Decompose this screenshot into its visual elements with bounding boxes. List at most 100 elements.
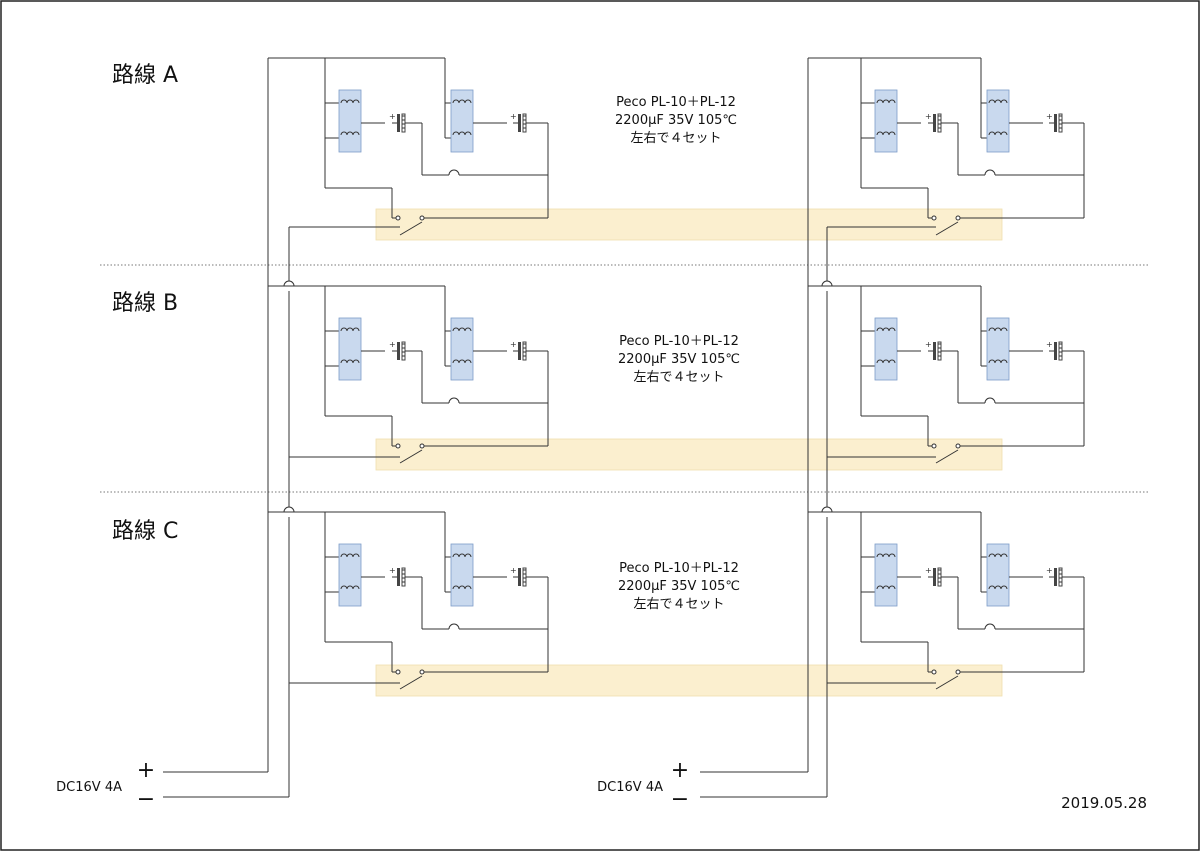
capacitor: + — [1046, 566, 1069, 587]
point-motor-coil — [874, 543, 898, 607]
capacitor-plate-pos — [933, 114, 936, 132]
coil-body — [338, 317, 362, 381]
coil-winding — [876, 131, 896, 136]
note-line-2: 2200μF 35V 105℃ — [618, 579, 740, 594]
coil-body — [338, 543, 362, 607]
capacitor-plate-pos — [397, 568, 400, 586]
capacitor-polarity-mark: + — [1046, 112, 1053, 121]
coil-winding — [340, 359, 360, 364]
capacitor-polarity-mark: + — [510, 112, 517, 121]
wire-crossover — [448, 169, 460, 176]
wire-crossover — [448, 623, 460, 630]
minus-terminal-label: − — [671, 787, 689, 812]
capacitor: + — [389, 340, 412, 361]
note-line-1: Peco PL-10＋PL-12 — [616, 95, 736, 110]
coil-winding — [876, 99, 896, 104]
coil-body — [450, 543, 474, 607]
coil-body — [874, 317, 898, 381]
route-band-0: ++++ — [268, 57, 1085, 241]
switch-contact — [955, 443, 961, 449]
switch-lever — [935, 449, 959, 464]
power-supply-right: DC16V 4A + − — [597, 758, 689, 812]
coil-winding — [988, 585, 1008, 590]
route-title-c: 路線 C — [112, 519, 178, 544]
capacitor-polarity-mark: + — [389, 112, 396, 121]
capacitor-polarity-mark: + — [925, 112, 932, 121]
capacitor-polarity-mark: + — [1046, 340, 1053, 349]
minus-rail-crossover — [283, 280, 295, 287]
capacitor-polarity-mark: + — [510, 340, 517, 349]
relay-unit-left: ++ — [324, 511, 549, 690]
relay-unit-right: ++ — [860, 57, 1085, 236]
coil-winding — [876, 553, 896, 558]
coil-body — [986, 89, 1010, 153]
capacitor: + — [510, 112, 533, 133]
route-title-a: 路線 A — [112, 63, 178, 88]
note-line-1: Peco PL-10＋PL-12 — [619, 561, 739, 576]
switch-contact — [395, 443, 401, 449]
coil-winding — [452, 585, 472, 590]
note-line-2: 2200μF 35V 105℃ — [615, 113, 737, 128]
coil-winding — [988, 553, 1008, 558]
switch-contact — [419, 443, 425, 449]
coil-winding — [340, 585, 360, 590]
switch-contact — [931, 443, 937, 449]
capacitor-plate-pos — [1054, 342, 1057, 360]
coil-body — [450, 89, 474, 153]
capacitor: + — [389, 566, 412, 587]
capacitor-plate-pos — [933, 342, 936, 360]
point-motor-coil — [338, 543, 362, 607]
capacitor: + — [925, 566, 948, 587]
point-motor-coil — [450, 317, 474, 381]
plus-terminal-label: + — [137, 758, 155, 783]
coil-winding — [988, 99, 1008, 104]
capacitor: + — [510, 566, 533, 587]
capacitor: + — [1046, 112, 1069, 133]
date-label: 2019.05.28 — [1061, 794, 1147, 812]
route-bands: ++++++++++++ — [100, 57, 1150, 697]
minus-rail-crossover — [821, 506, 833, 513]
coil-body — [986, 543, 1010, 607]
capacitor: + — [510, 340, 533, 361]
relay-unit-left: ++ — [324, 285, 549, 464]
point-motor-coil — [338, 317, 362, 381]
switch-lever — [399, 449, 423, 464]
capacitor: + — [925, 340, 948, 361]
capacitor: + — [1046, 340, 1069, 361]
coil-body — [874, 543, 898, 607]
power-supply-left: DC16V 4A + − — [56, 758, 155, 812]
switch-contact — [955, 669, 961, 675]
wire-crossover — [448, 397, 460, 404]
minus-rail-crossover — [283, 506, 295, 513]
psu-label: DC16V 4A — [597, 780, 663, 795]
switch-contact — [395, 669, 401, 675]
coil-winding — [340, 131, 360, 136]
psu-label: DC16V 4A — [56, 780, 122, 795]
wire-crossover — [984, 397, 996, 404]
point-motor-coil — [450, 543, 474, 607]
supply-rails — [163, 58, 936, 798]
circuit-note-b: Peco PL-10＋PL-12 2200μF 35V 105℃ 左右で４セット — [618, 334, 740, 385]
note-line-2: 2200μF 35V 105℃ — [618, 352, 740, 367]
coil-winding — [452, 99, 472, 104]
coil-winding — [340, 327, 360, 332]
capacitor-polarity-mark: + — [1046, 566, 1053, 575]
coil-winding — [340, 553, 360, 558]
switch-lever — [935, 221, 959, 236]
route-title-b: 路線 B — [112, 291, 178, 316]
note-line-3: 左右で４セット — [633, 370, 724, 385]
capacitor-polarity-mark: + — [925, 340, 932, 349]
coil-winding — [988, 327, 1008, 332]
capacitor-plate-pos — [518, 114, 521, 132]
capacitor-polarity-mark: + — [389, 340, 396, 349]
point-motor-coil — [986, 317, 1010, 381]
switch-contact — [395, 215, 401, 221]
switch-contact — [931, 669, 937, 675]
coil-winding — [340, 99, 360, 104]
point-motor-coil — [450, 89, 474, 153]
coil-body — [450, 317, 474, 381]
minus-terminal-label: − — [137, 787, 155, 812]
capacitor-plate-pos — [1054, 114, 1057, 132]
coil-winding — [876, 327, 896, 332]
